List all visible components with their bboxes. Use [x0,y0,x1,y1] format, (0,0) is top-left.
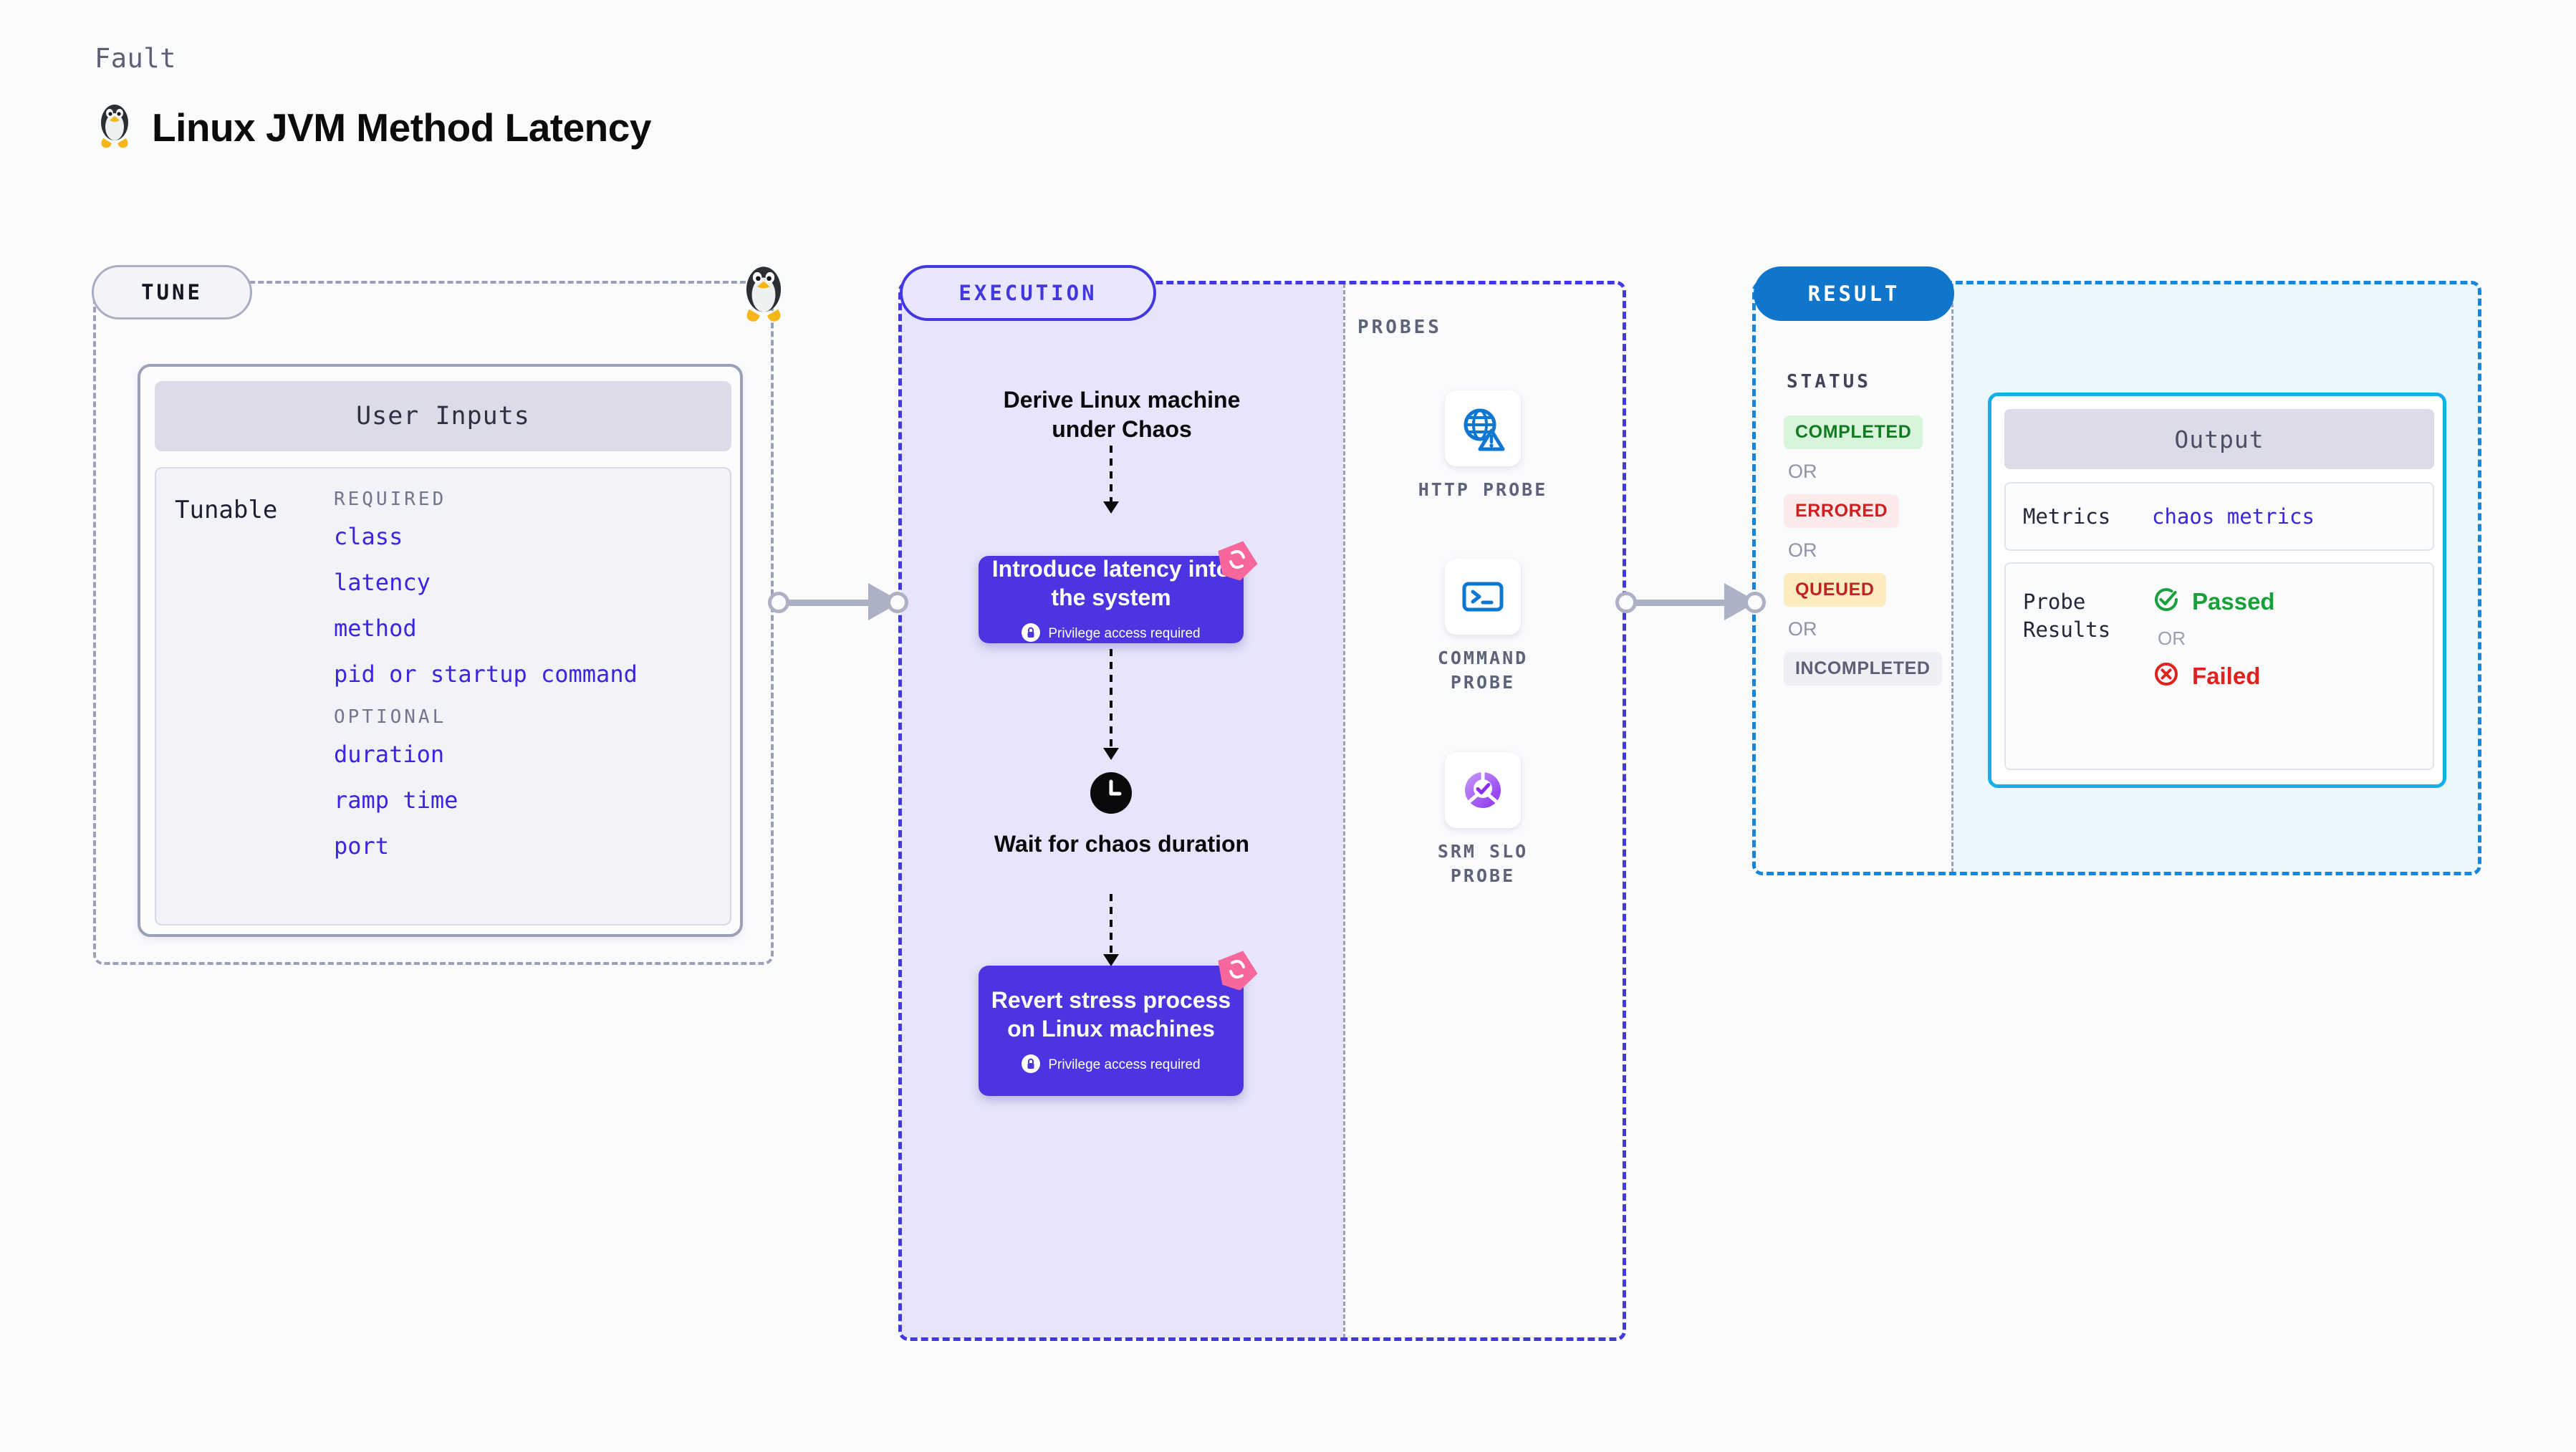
probe-passed-label: Passed [2192,587,2275,615]
arrow-latency-to-wait-head [1103,748,1119,760]
arrow-latency-to-wait [1110,649,1112,751]
tune-pill: TUNE [92,265,252,319]
probe-result-passed: Passed [2152,585,2275,617]
tunable-group-optional-heading: OPTIONAL [334,706,447,728]
tunable-duration[interactable]: duration [334,741,445,768]
privilege-row: Privilege access required [1022,1054,1201,1077]
connector-end-dot [887,592,908,613]
execution-card-revert-stress[interactable]: Revert stress process on Linux machines … [979,951,1258,1096]
x-circle-icon [2152,660,2181,692]
probes-title: PROBES [1357,317,1442,338]
terminal-icon [1445,559,1521,635]
execution-card-title: Revert stress process on Linux machines [991,986,1231,1042]
connector-end-dot [1744,592,1766,613]
execution-card-title: Introduce latency into the system [991,555,1231,610]
probe-srm-slo-label: SRM SLO PROBE [1437,841,1529,886]
tunable-method[interactable]: method [334,615,417,642]
execution-panel [898,281,1626,1341]
status-or-3: OR [1788,618,1817,640]
status-or-1: OR [1788,461,1817,482]
tunable-latency[interactable]: latency [334,569,431,596]
lock-icon [1022,1054,1041,1077]
tunable-pid-or-startup-command[interactable]: pid or startup command [334,660,638,688]
status-badge-incompleted: INCOMPLETED [1784,652,1942,686]
metrics-value[interactable]: chaos metrics [2152,504,2315,529]
globe-warning-icon [1445,390,1521,466]
status-badge-completed: COMPLETED [1784,415,1923,449]
connector-start-dot [768,592,789,613]
tunable-group-required-heading: REQUIRED [334,489,447,510]
connector-execution-to-result [1615,580,1766,623]
privilege-row: Privilege access required [1022,622,1201,645]
check-circle-icon [2152,585,2181,617]
metrics-row: Metrics chaos metrics [2004,482,2434,551]
status-or-2: OR [1788,539,1817,561]
execution-pill: EXECUTION [900,265,1156,321]
page-header: Fault Linux JVM Method Latency [95,43,651,153]
clock-icon [1090,772,1132,814]
tunable-list: REQUIRED class latency method pid or sta… [334,489,638,878]
privilege-text: Privilege access required [1048,1057,1201,1072]
output-header: Output [2004,409,2434,469]
execution-column-bg [901,284,1343,1338]
result-pill: RESULT [1754,266,1954,321]
step-derive-machine: Derive Linux machine under Chaos [1003,387,1241,442]
probe-results-values: Passed OR Failed [2152,585,2275,769]
lock-icon [1022,622,1041,645]
user-inputs-header: User Inputs [155,381,731,451]
status-badge-queued: QUEUED [1784,573,1886,607]
arrow-derive-to-latency-head [1103,501,1119,514]
status-badge-errored: ERRORED [1784,494,1900,528]
probe-results-or: OR [2158,628,2186,649]
tunable-port[interactable]: port [334,832,390,860]
output-card: Output Metrics chaos metrics Probe Resul… [1988,393,2446,788]
connector-start-dot [1615,592,1637,613]
page-title: Linux JVM Method Latency [152,105,651,150]
status-title: STATUS [1787,371,1871,393]
slo-donut-check-icon [1445,752,1521,828]
probe-result-failed: Failed [2152,660,2275,692]
status-list: COMPLETED OR ERRORED OR QUEUED OR INCOMP… [1784,415,1942,686]
title-row: Linux JVM Method Latency [95,101,651,153]
arrow-derive-to-latency [1110,446,1112,504]
tunable-box: Tunable REQUIRED class latency method pi… [155,467,731,925]
tune-panel [93,281,774,965]
step-wait-for-duration: Wait for chaos duration [994,831,1250,857]
probe-srm-slo[interactable]: SRM SLO PROBE [1400,752,1565,888]
litmus-chaos-icon [1215,948,1259,991]
tunable-ramp-time[interactable]: ramp time [334,787,458,814]
arrow-wait-to-revert-head [1103,954,1119,966]
litmus-chaos-icon [1215,539,1259,581]
probe-results-row: Probe Results Passed OR [2004,562,2434,770]
result-panel [1752,281,2481,875]
connector-tune-to-execution [768,580,908,623]
probe-http-label: HTTP PROBE [1418,479,1548,500]
tunable-class[interactable]: class [334,523,403,550]
execution-card-introduce-latency[interactable]: Introduce latency into the system Privil… [979,541,1258,645]
user-inputs-card: User Inputs Tunable REQUIRED class laten… [138,364,743,937]
probe-command[interactable]: COMMAND PROBE [1400,559,1565,695]
linux-penguin-icon [95,101,135,153]
probe-results-label: Probe Results [2023,590,2111,643]
probe-http[interactable]: HTTP PROBE [1400,390,1565,502]
privilege-text: Privilege access required [1048,626,1201,641]
probe-command-label: COMMAND PROBE [1437,648,1529,693]
fault-label: Fault [95,43,176,74]
metrics-label: Metrics [2023,504,2111,529]
arrow-wait-to-revert [1110,894,1112,957]
linux-penguin-icon [738,262,789,324]
probe-failed-label: Failed [2192,662,2261,689]
tunable-label: Tunable [175,496,278,524]
